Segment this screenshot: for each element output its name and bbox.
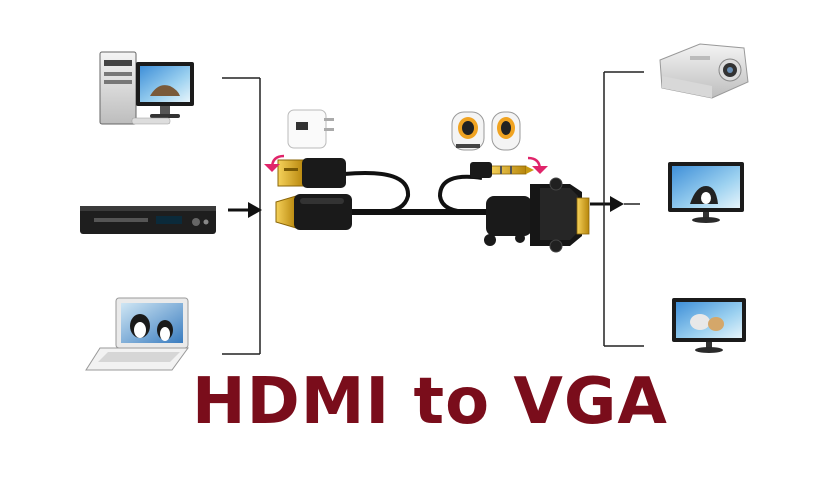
monitor-icon [672, 298, 746, 353]
projector-icon [659, 43, 749, 99]
return-arrow-icon [264, 154, 285, 172]
usb-power-adapter-icon [287, 109, 334, 149]
audio-jack [470, 162, 534, 178]
return-arrow-icon [527, 156, 548, 174]
monitor-icon [668, 162, 744, 223]
output-arrow [590, 196, 624, 212]
hdmi-to-vga-cable [275, 158, 590, 253]
laptop-icon [85, 297, 189, 371]
dvd-player-icon [80, 206, 216, 234]
speakers-icon [451, 111, 521, 151]
page-title: HDMI to VGA [192, 365, 668, 439]
hdmi-connector [275, 194, 352, 230]
source-bracket [222, 77, 261, 355]
input-arrow [228, 202, 262, 218]
vga-connector [484, 177, 590, 253]
usb-connector [277, 158, 346, 188]
desktop-computer-icon [99, 51, 194, 125]
display-bracket [603, 71, 644, 347]
